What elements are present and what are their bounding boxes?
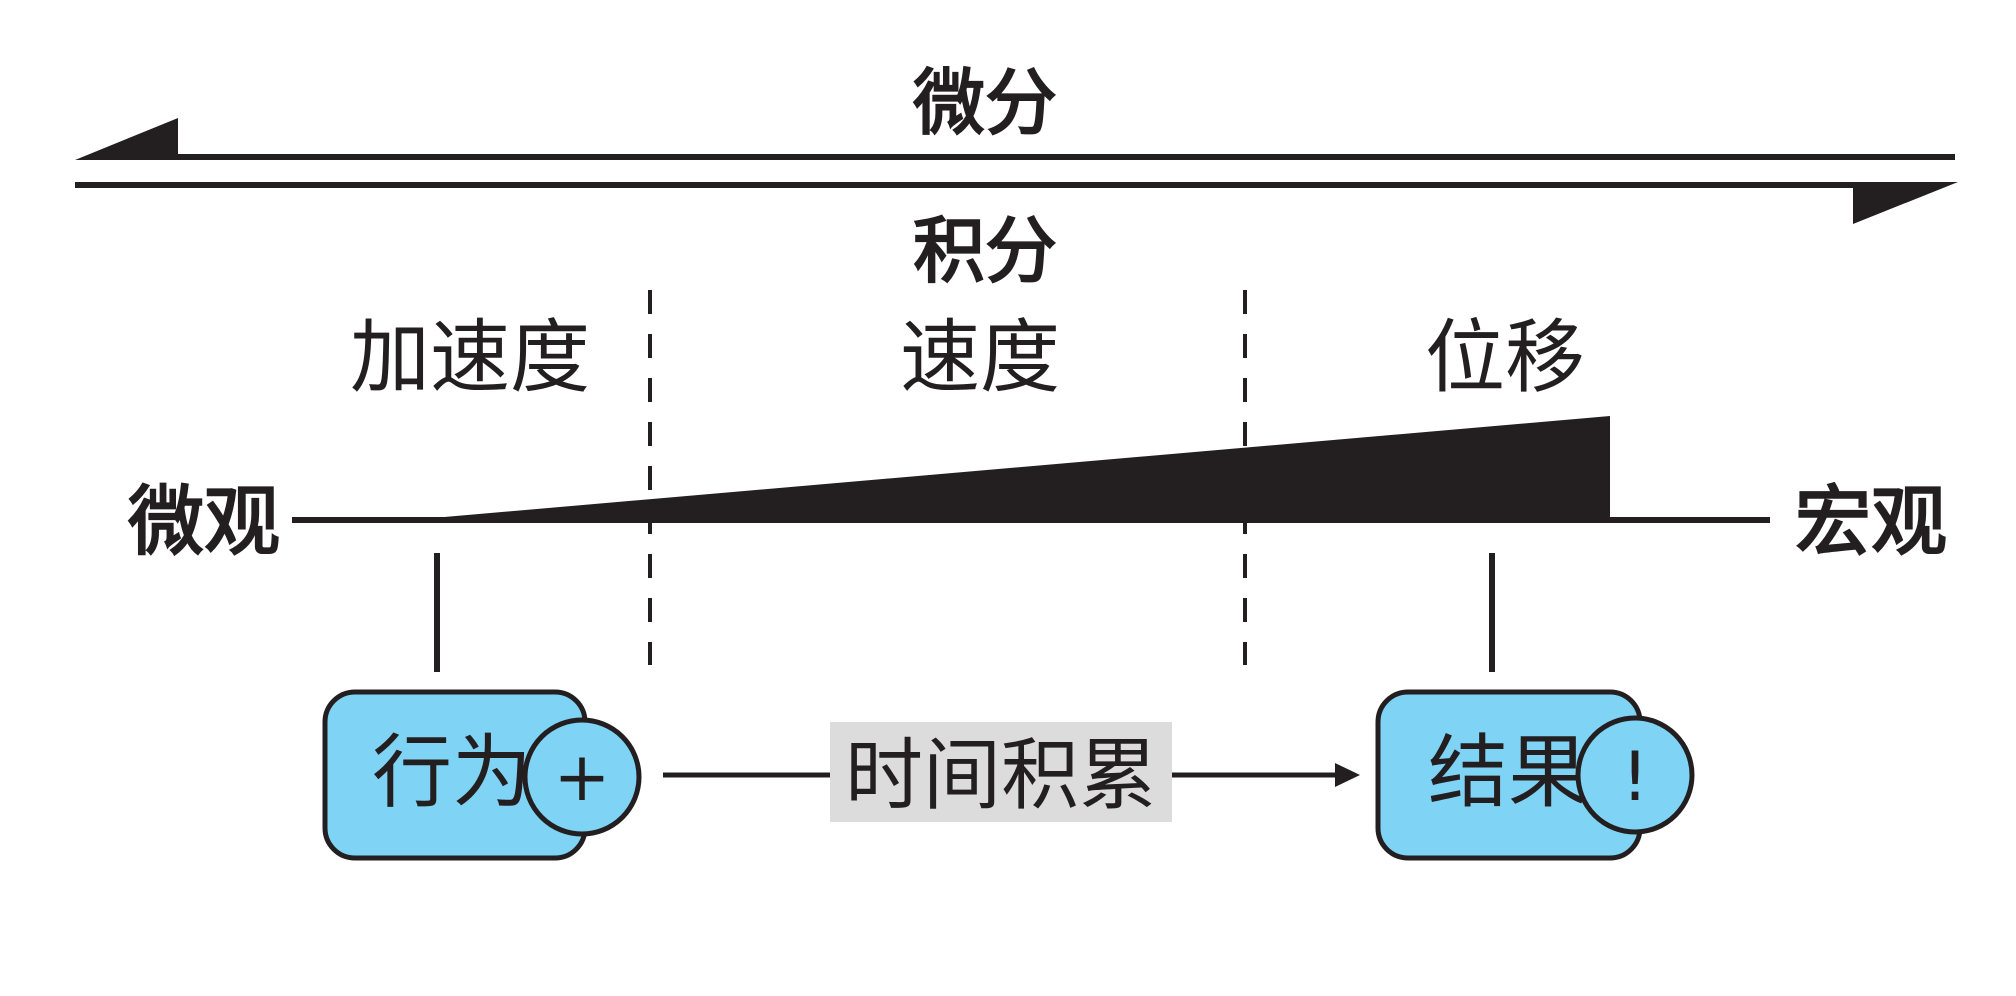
result-symbol: !: [1621, 738, 1648, 817]
micro-label: 微观: [127, 477, 280, 566]
exclamation-icon: !: [1575, 715, 1695, 835]
result-label: 结果: [1428, 726, 1588, 819]
behavior-label: 行为: [372, 726, 532, 819]
differential-arrowhead-icon: [75, 118, 178, 160]
differential-label: 微分: [912, 61, 1057, 145]
integral-label: 积分: [913, 209, 1057, 293]
macro-label: 宏观: [1795, 477, 1947, 566]
behavior-symbol: +: [554, 738, 611, 817]
region-label-acceleration: 加速度: [350, 311, 590, 404]
region-label-displacement: 位移: [1425, 311, 1585, 404]
plus-icon: +: [522, 717, 642, 837]
behavior-box: 行为 +: [322, 689, 642, 861]
integral-arrowhead-icon: [1853, 182, 1958, 224]
result-box: 结果 !: [1375, 689, 1695, 861]
accumulation-label-bg: [830, 722, 1172, 822]
growth-wedge: [410, 416, 1610, 523]
region-label-velocity: 速度: [900, 311, 1060, 404]
accumulation-arrowhead-icon: [1335, 763, 1360, 787]
accumulation-label: 时间积累: [845, 731, 1157, 821]
